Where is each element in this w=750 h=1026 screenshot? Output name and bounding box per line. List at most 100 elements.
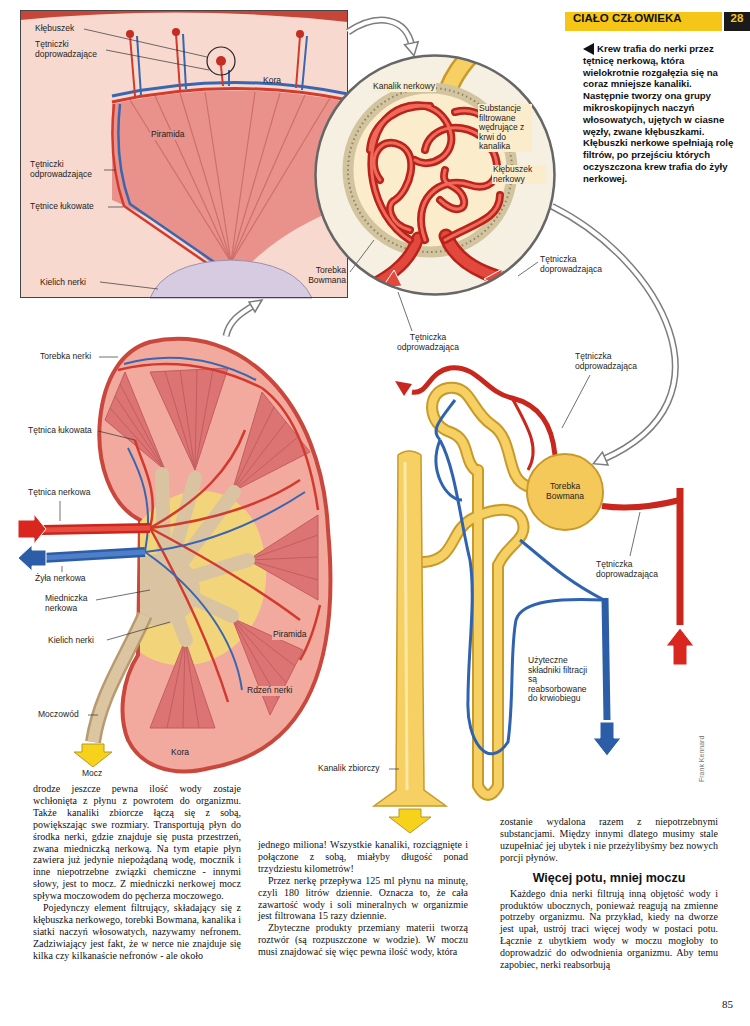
- kidney: [150, 368, 228, 470]
- kidney-section-inset: [112, 90, 348, 266]
- part-label: Torebka Bowmana: [302, 266, 346, 285]
- part-label: Tętniczki doprowadzające: [35, 40, 107, 59]
- leader-line: [389, 769, 399, 770]
- page-number: 85: [722, 998, 733, 1010]
- kidney: [248, 535, 318, 560]
- kidney-section-inset: [176, 34, 180, 90]
- kidney: [232, 407, 274, 492]
- nephron: [412, 368, 680, 625]
- figure-caption: Krew trafia do nerki przez tętnicę nerko…: [583, 43, 735, 185]
- kidney-section-inset: [180, 93, 231, 262]
- kidney: [124, 358, 305, 690]
- kidney-section-inset: [126, 30, 134, 38]
- magnified-circle: Kanalik nerkowySubstancje filtrowane węd…: [314, 54, 556, 296]
- text-column: jednego miliona! Wszystkie kanaliki, roz…: [258, 839, 468, 958]
- text-column: zostanie wydalona razem z niepotrzebnymi…: [500, 816, 718, 971]
- leader-line: [88, 715, 98, 716]
- kidney: [183, 640, 185, 728]
- kidney-section-inset: [216, 56, 226, 66]
- kidney: [232, 618, 295, 666]
- arrow-body: [348, 20, 412, 46]
- zoom-arrow: [226, 305, 254, 336]
- part-label: Piramida: [150, 130, 186, 140]
- kidney: [42, 552, 145, 558]
- part-label: Rdzeń nerki: [246, 686, 293, 696]
- body-paragraph: Każdego dnia nerki filtrują inną objętoś…: [500, 888, 718, 971]
- nephron: [436, 400, 604, 754]
- nephron: [666, 628, 694, 665]
- kidney-section-inset: [126, 28, 304, 66]
- kidney-section-inset: [296, 30, 304, 38]
- kidney: [124, 358, 256, 380]
- nephron: [389, 809, 431, 833]
- nephron: [512, 398, 533, 470]
- kidney: [248, 515, 318, 600]
- kidney: [232, 437, 298, 492]
- kidney: [180, 370, 195, 470]
- part-label: Kłębuszek: [35, 24, 74, 34]
- body-paragraph: jednego miliona! Wszystkie kanaliki, roz…: [258, 839, 468, 875]
- nephron: [440, 440, 604, 754]
- nephron: [602, 500, 680, 507]
- kidney: [150, 480, 300, 528]
- kidney: [42, 528, 150, 530]
- part-label: Żyła nerkowa: [35, 574, 86, 584]
- part-label: Piramida: [272, 630, 308, 640]
- part-label: Tętnica łukowata: [28, 426, 92, 436]
- zoom-arrow: [226, 305, 254, 336]
- section-header: CIAŁO CZŁOWIEKA: [565, 12, 722, 31]
- kidney: [18, 545, 46, 571]
- kidney-section-inset: [207, 47, 235, 75]
- body-paragraph: zostanie wydalona razem z niepotrzebnymi…: [500, 816, 718, 864]
- leader-line: [107, 622, 170, 640]
- caption-pointer: [583, 43, 594, 55]
- part-label: Miedniczka nerkowa: [45, 594, 101, 613]
- leader-line: [106, 50, 209, 70]
- part-label: Kłębuszek nerkowy: [492, 165, 546, 184]
- inset-panel: KłębuszekTętniczki doprowadzająceKoraPir…: [20, 10, 348, 298]
- arrow-head: [405, 42, 419, 56]
- kidney-section-inset: [130, 34, 307, 96]
- kidney: [248, 557, 318, 560]
- part-label: Użyteczne składniki filtracji są reabsor…: [528, 656, 594, 704]
- kidney: [105, 372, 165, 470]
- zoom-arrow: [552, 206, 675, 465]
- bowman-capsule: Torebka Bowmana: [525, 452, 605, 532]
- kidney: [185, 640, 199, 728]
- leader-line: [62, 566, 63, 572]
- body-paragraph: Pojedynczy element filtrujący, składając…: [33, 902, 241, 962]
- kidney-section-inset: [112, 104, 214, 268]
- arrow-body: [552, 206, 675, 459]
- body-paragraph: Przez nerkę przepływa 125 ml płynu na mi…: [258, 875, 468, 923]
- kidney-section-inset: [21, 11, 348, 298]
- kidney-section-inset: [221, 66, 223, 86]
- nephron: [436, 400, 455, 440]
- nephron: [677, 488, 684, 625]
- kidney: [165, 371, 195, 470]
- kidney-section-inset: [231, 95, 305, 262]
- leader-line: [98, 431, 135, 440]
- kidney: [195, 369, 213, 470]
- kidney-section-inset: [231, 92, 255, 262]
- kidney-section-inset: [20, 10, 348, 22]
- part-label: Mocz: [82, 769, 102, 779]
- kidney: [18, 514, 46, 544]
- kidney: [118, 364, 262, 388]
- kidney: [232, 392, 310, 492]
- nephron: [520, 540, 604, 600]
- kidney: [42, 528, 150, 530]
- kidney-section-inset: [172, 28, 180, 36]
- kidney: [150, 640, 215, 728]
- leader-line: [104, 170, 116, 171]
- leader-line: [108, 207, 123, 208]
- part-label: Substancje filtrowane wędrujące z krwi d…: [478, 104, 532, 152]
- nephron: [593, 722, 621, 756]
- kidney-section-inset: [130, 92, 330, 262]
- kidney: [167, 640, 185, 728]
- leader-line: [60, 501, 61, 521]
- part-label: Kielich nerki: [48, 636, 94, 646]
- kidney-section-inset: [150, 260, 312, 298]
- nephron: [424, 388, 527, 795]
- kidney-section-inset: [302, 36, 307, 90]
- nephron: [436, 440, 462, 500]
